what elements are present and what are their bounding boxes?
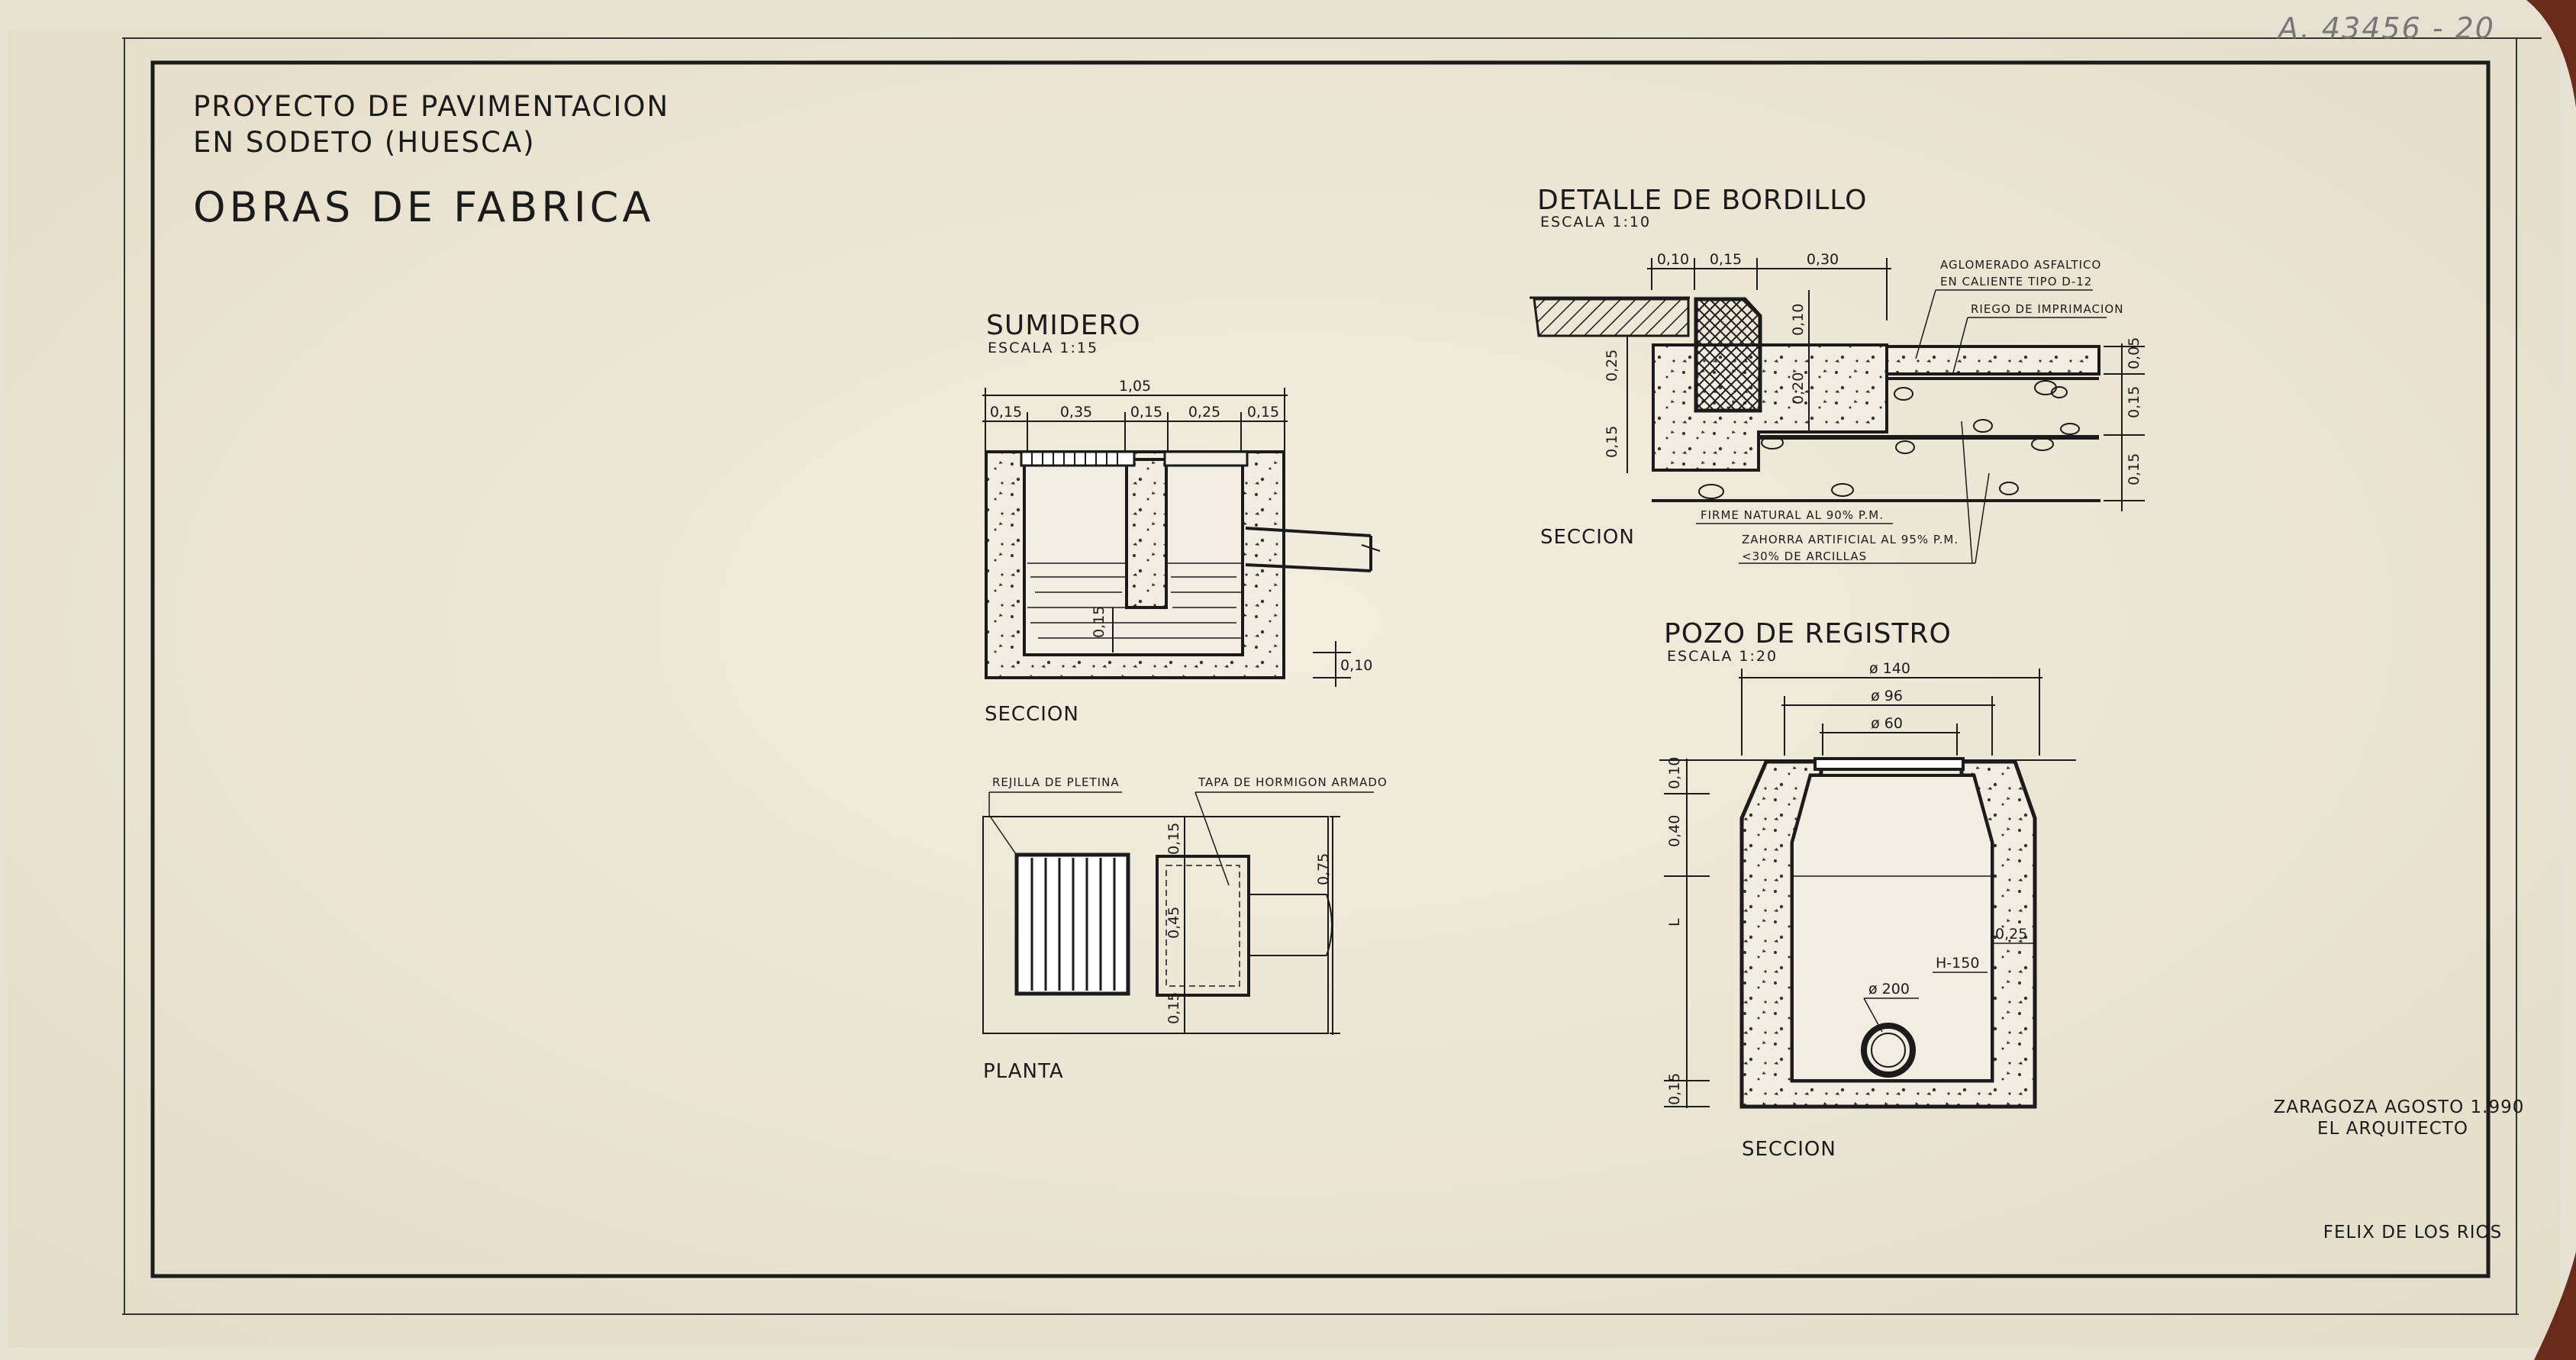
note-zahorra-2: <30% DE ARCILLAS <box>1742 549 1867 563</box>
pozo-section-label: SECCION <box>1742 1138 1836 1161</box>
pozo-scale: ESCALA 1:20 <box>1667 648 1778 665</box>
dim-segment: 0,25 <box>1188 404 1220 421</box>
dim-025: 0,25 <box>1995 926 2027 943</box>
plan-cover <box>1156 855 1250 997</box>
asphalt-layer <box>1885 345 2100 375</box>
bordillo-dim: 0,10 <box>1657 251 1689 268</box>
outlet-pipe <box>1245 527 1372 572</box>
sumidero-scale: ESCALA 1:15 <box>988 340 1098 356</box>
sumidero-title: SUMIDERO <box>986 310 1141 341</box>
manhole-cover <box>1814 757 1965 771</box>
bordillo-section-label: SECCION <box>1540 526 1635 549</box>
sumidero-section-label: SECCION <box>985 703 1079 726</box>
signature-role: EL ARQUITECTO <box>2317 1119 2468 1139</box>
archive-reference: A. 43456 - 20 <box>2276 11 2495 45</box>
bordillo-dim: 0,30 <box>1807 251 1839 268</box>
sump-baffle <box>1125 458 1168 609</box>
bordillo-dim-right: 0,15 <box>2126 386 2142 418</box>
plan-outline <box>982 816 1329 1034</box>
dim-water: 0,15 <box>1091 606 1107 638</box>
note-firme: FIRME NATURAL AL 90% P.M. <box>1701 508 1884 522</box>
sumidero-plan-label: PLANTA <box>983 1060 1064 1083</box>
paper <box>8 31 2561 1347</box>
place-date: ZARAGOZA AGOSTO 1.990 <box>2274 1097 2525 1117</box>
dim-segment: 0,15 <box>1247 404 1279 421</box>
manhole-chamber <box>1791 774 1994 1082</box>
bordillo-dim: 0,15 <box>1710 251 1742 268</box>
bordillo-title: DETALLE DE BORDILLO <box>1537 185 1867 216</box>
pozo-detail: POZO DE REGISTRO ESCALA 1:20 ø 140 ø 96 … <box>1659 618 2076 1161</box>
note-grate: REJILLA DE PLETINA <box>992 775 1120 789</box>
note-cover: TAPA DE HORMIGON ARMADO <box>1198 775 1388 789</box>
note-asphalt-2: EN CALIENTE TIPO D-12 <box>1940 275 2092 288</box>
bordillo-dim-left: 0,15 <box>1604 426 1620 458</box>
dim-segment: 0,15 <box>1130 404 1162 421</box>
diam-140: ø 140 <box>1869 660 1910 677</box>
sidewalk-slab <box>1533 298 1690 337</box>
diam-200: ø 200 <box>1868 981 1910 997</box>
project-line-1: PROYECTO DE PAVIMENTACION <box>193 90 669 123</box>
base-line <box>1759 435 2099 440</box>
bordillo-dim-right: 0,05 <box>2126 337 2142 369</box>
pipe-200 <box>1861 1023 1916 1078</box>
dim-015: 0,15 <box>1666 1073 1683 1105</box>
dim-040: 0,40 <box>1666 815 1683 847</box>
sheet-title: OBRAS DE FABRICA <box>193 183 654 231</box>
bordillo-scale: ESCALA 1:10 <box>1540 214 1651 230</box>
plan-dim: 0,15 <box>1165 823 1182 855</box>
aggregate <box>1698 380 2080 499</box>
note-riego: RIEGO DE IMPRIMACION <box>1971 302 2123 316</box>
bordillo-dim-020: 0,20 <box>1790 372 1807 404</box>
dim-base: 0,10 <box>1340 657 1372 674</box>
dim-segment: 0,35 <box>1060 404 1092 421</box>
title-frame <box>150 60 2491 1278</box>
cover-slab <box>1163 450 1249 467</box>
project-line-2: EN SODETO (HUESCA) <box>193 126 536 159</box>
dim-010: 0,10 <box>1666 757 1683 789</box>
note-asphalt-1: AGLOMERADO ASFALTICO <box>1940 258 2101 272</box>
curb-stone <box>1694 297 1762 413</box>
note-zahorra-1: ZAHORRA ARTIFICIAL AL 95% P.M. <box>1742 533 1959 546</box>
bordillo-dim-010: 0,10 <box>1790 304 1807 336</box>
plan-dim: 0,45 <box>1165 907 1182 939</box>
plan-dim-right: 0,75 <box>1315 853 1332 885</box>
corner-tape <box>2526 0 2576 107</box>
bordillo-dim-left: 0,25 <box>1604 350 1620 382</box>
plan-dim: 0,15 <box>1165 992 1182 1024</box>
pozo-title: POZO DE REGISTRO <box>1664 618 1952 649</box>
bordillo-dim-right: 0,15 <box>2126 453 2142 485</box>
h-label: H-150 <box>1936 955 1979 972</box>
bordillo-detail: DETALLE DE BORDILLO ESCALA 1:10 0,10 0,1… <box>1530 185 2145 564</box>
dim-segment: 0,15 <box>990 404 1022 421</box>
dim-L: L <box>1666 918 1683 927</box>
diam-60: ø 60 <box>1871 715 1903 732</box>
dim-total: 1,05 <box>1119 378 1151 395</box>
sumidero-detail: SUMIDERO ESCALA 1:15 1,05 0,15 0,35 0,15… <box>982 310 1388 1083</box>
diam-96: ø 96 <box>1871 688 1903 704</box>
architect-name: FELIX DE LOS RIOS <box>2323 1223 2502 1242</box>
corner-tape <box>2534 1252 2576 1360</box>
